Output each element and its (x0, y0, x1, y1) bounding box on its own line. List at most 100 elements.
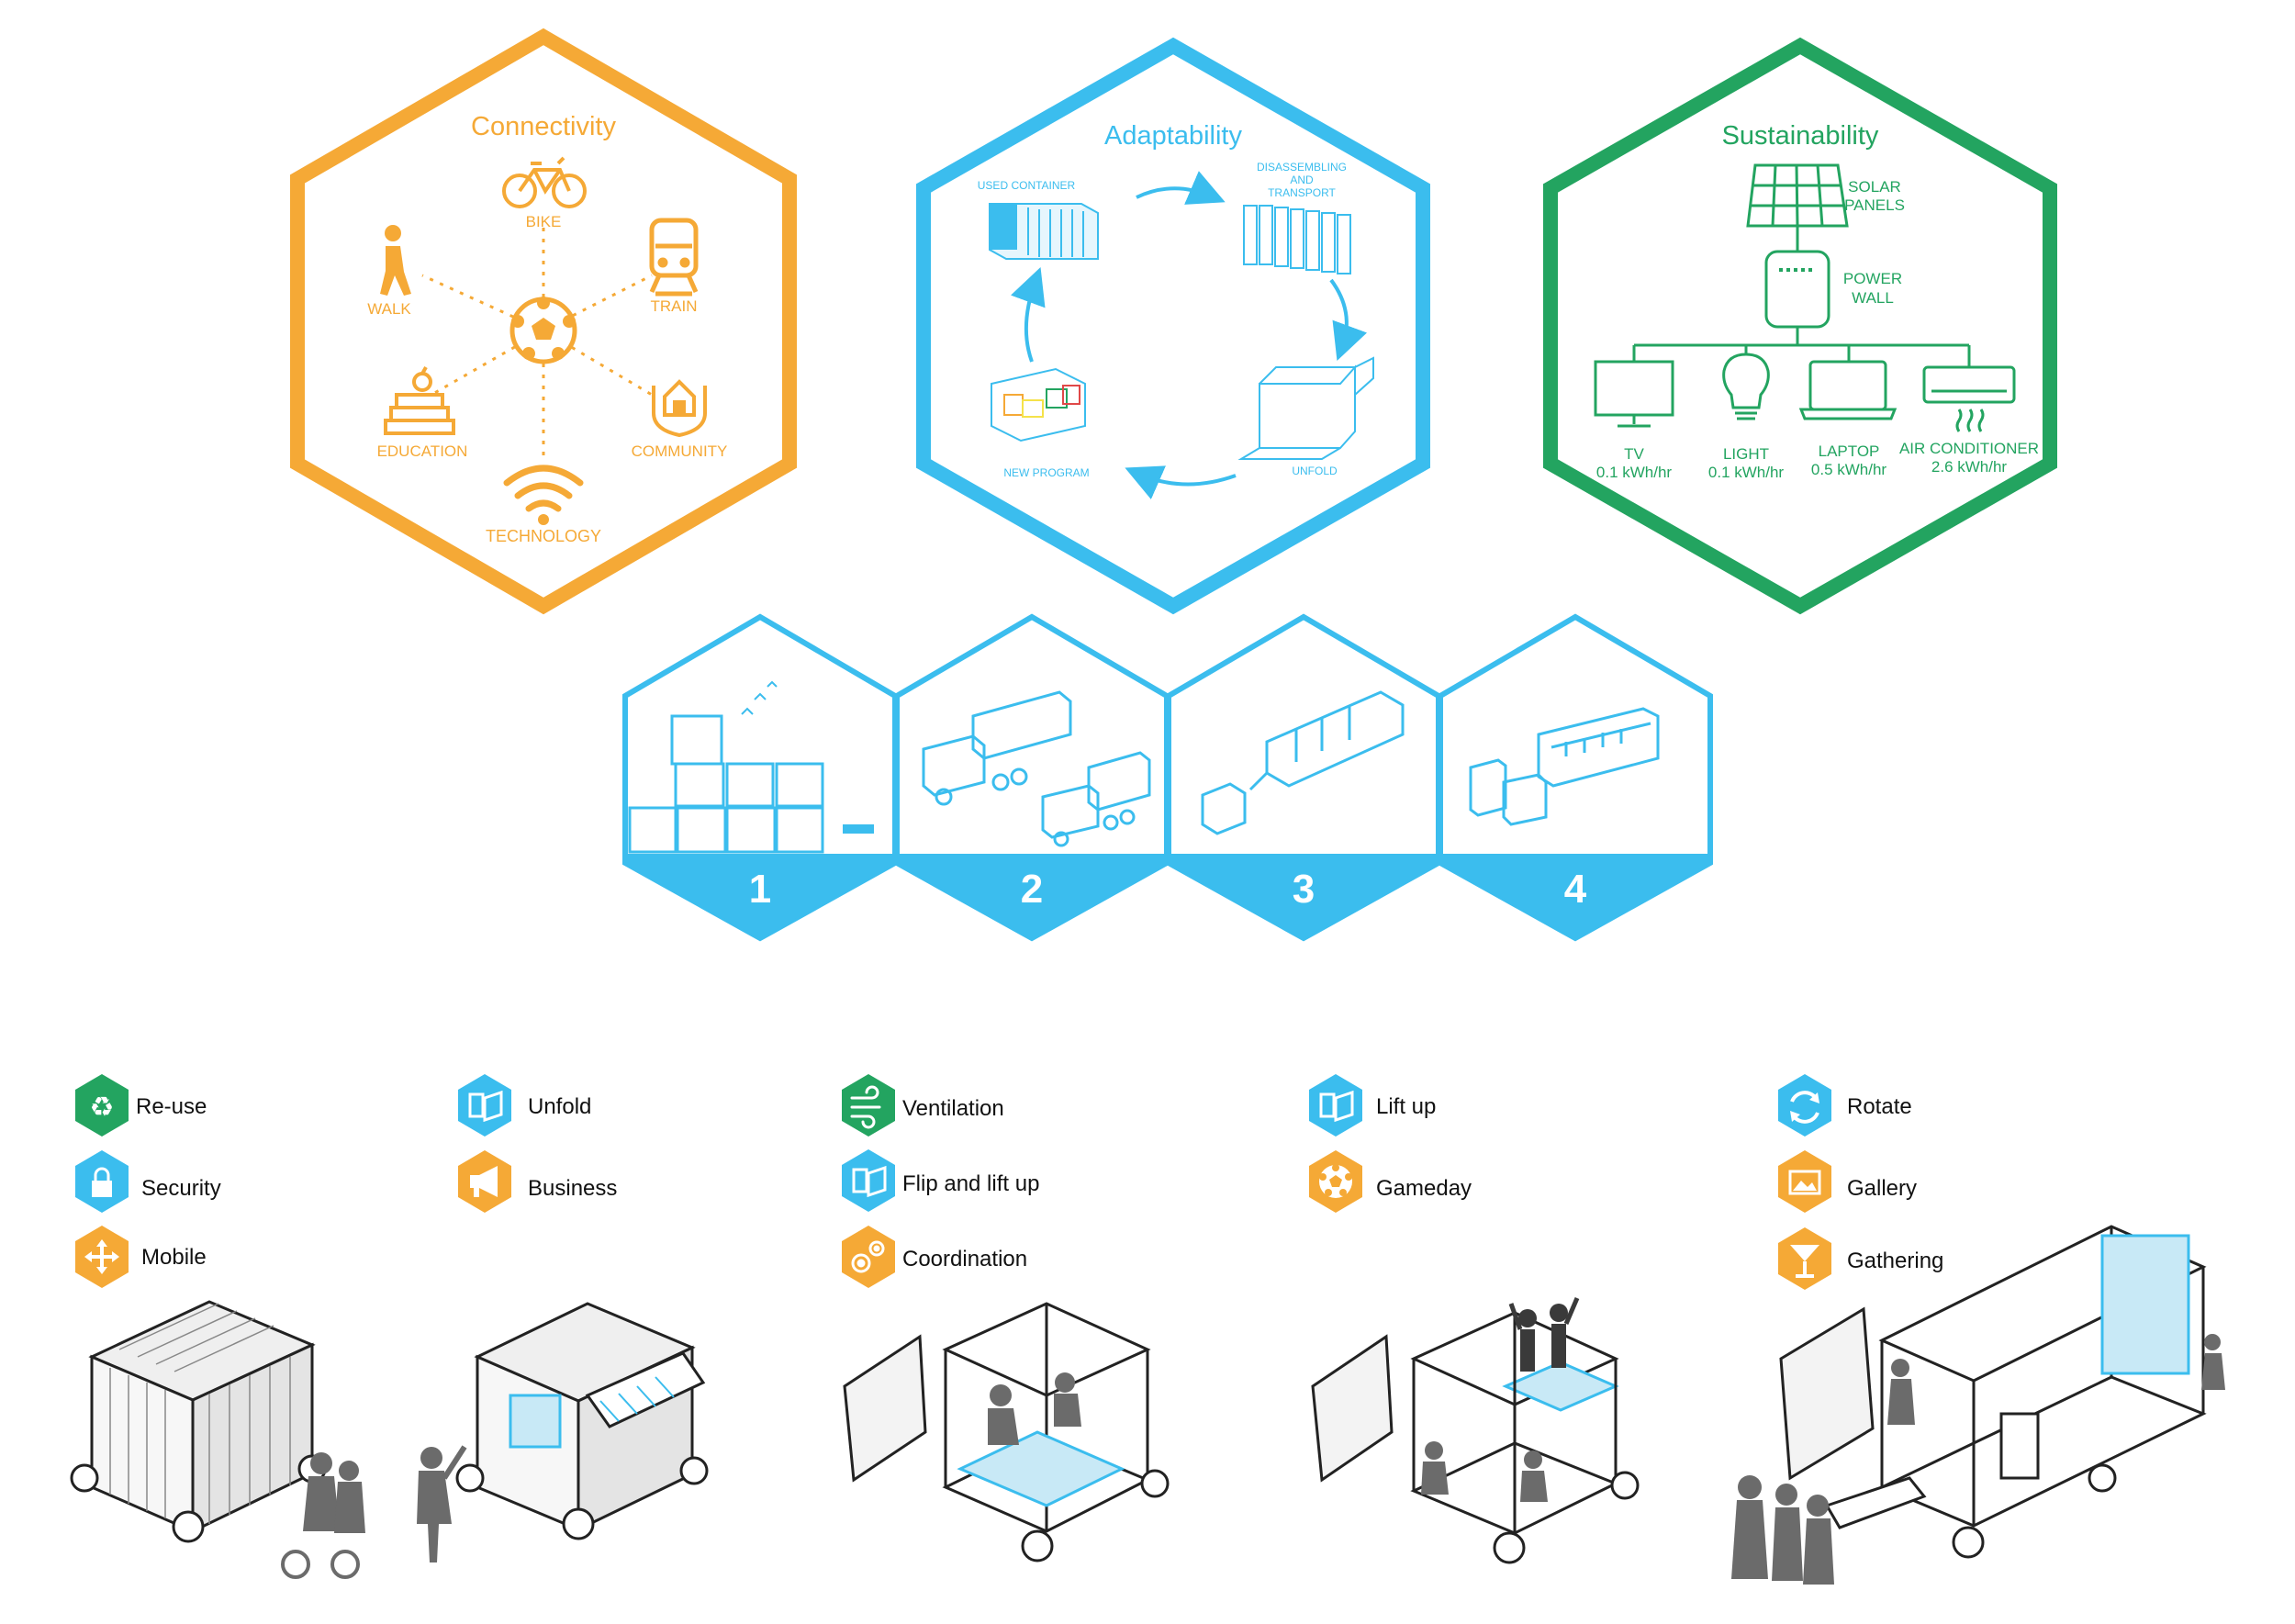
person-pointing-silhouette (417, 1445, 467, 1562)
legend-label-gallery: Gallery (1847, 1176, 1917, 1201)
used-container-label: USED CONTAINER (978, 179, 1076, 192)
cheering-people-silhouettes (1421, 1297, 1580, 1502)
bike-label: BIKE (526, 213, 562, 230)
device-ac-usage: 2.6 kWh/hr (1931, 458, 2008, 476)
axon-gameday-container (1311, 1311, 1640, 1564)
legend-item-gameday: Gameday (1309, 1150, 1472, 1213)
trucks-icon (922, 690, 1151, 847)
connectivity-panel: Connectivity BI (290, 28, 797, 615)
legend-item-gathering: Gathering (1778, 1227, 1943, 1290)
rotate-icon (1790, 1091, 1819, 1124)
legend-item-mobile: Mobile (75, 1226, 207, 1288)
legend-item-flip: Flip and lift up (842, 1149, 1039, 1212)
recycle-icon: ♻ (90, 1092, 115, 1123)
device-tv-name: TV (1624, 445, 1644, 463)
step-number-1: 1 (749, 867, 771, 912)
solar-label-1: SOLAR (1848, 178, 1901, 196)
bus-module-icon (1469, 707, 1660, 826)
corrugation-lines (109, 1303, 291, 1524)
legend-label-flip: Flip and lift up (902, 1171, 1039, 1196)
legend-item-coordination: Coordination (842, 1226, 1027, 1288)
legend-item-lift-up: Lift up (1309, 1074, 1436, 1137)
device-light-usage: 0.1 kWh/hr (1708, 464, 1785, 481)
device-tv-usage: 0.1 kWh/hr (1596, 464, 1673, 481)
sustainability-title: Sustainability (1722, 121, 1879, 151)
sustainability-panel: Sustainability SOLAR PANELS POWER WALL (1543, 37, 2057, 615)
legend-item-security: Security (75, 1150, 221, 1213)
process-step-2: 2 (894, 613, 1170, 942)
device-laptop-name: LAPTOP (1819, 442, 1880, 460)
legend-label-reuse: Re-use (136, 1094, 207, 1119)
gathering-people-silhouettes (1731, 1334, 2225, 1585)
lock-icon (92, 1167, 112, 1197)
picture-icon (1788, 1170, 1821, 1195)
flip-icon (852, 1165, 887, 1198)
power-label-1: POWER (1843, 270, 1902, 287)
device-light-name: LIGHT (1723, 445, 1769, 463)
process-step-4: 4 (1438, 613, 1713, 942)
power-label-2: WALL (1852, 289, 1894, 307)
unfold-icon (468, 1090, 503, 1123)
used-container-icon (989, 203, 1099, 260)
legend-label-mobile: Mobile (141, 1245, 207, 1270)
seated-people-silhouettes (988, 1372, 1081, 1445)
soccer-ball-icon (509, 297, 577, 364)
disassembled-container-icon (1243, 205, 1351, 274)
new-program-label: NEW PROGRAM (1003, 466, 1089, 479)
legend: ♻ Re-use Security Mobile (75, 1074, 1943, 1290)
light-bulb-icon (1722, 353, 1770, 420)
adaptability-title: Adaptability (1104, 121, 1242, 151)
legend-item-reuse: ♻ Re-use (75, 1074, 207, 1137)
community-label: COMMUNITY (632, 442, 728, 460)
connectivity-title: Connectivity (471, 112, 616, 141)
step-number-4: 4 (1564, 867, 1587, 912)
process-step-1: 1 (622, 613, 898, 942)
disassembling-label-3: TRANSPORT (1268, 186, 1336, 199)
education-icon (384, 366, 455, 435)
legend-label-gameday: Gameday (1376, 1176, 1472, 1201)
device-ac-name: AIR CONDITIONER (1899, 440, 2039, 457)
legend-label-lift-up: Lift up (1376, 1094, 1436, 1119)
adaptability-panel: Adaptability USED CONTAINER DISASSEMBLIN… (916, 37, 1430, 615)
legend-label-security: Security (141, 1176, 221, 1201)
legend-label-rotate: Rotate (1847, 1094, 1912, 1119)
new-program-icon (991, 367, 1086, 442)
step-number-2: 2 (1021, 867, 1043, 912)
legend-item-rotate: Rotate (1778, 1074, 1912, 1137)
education-label: EDUCATION (377, 442, 468, 460)
legend-label-gathering: Gathering (1847, 1249, 1943, 1273)
legend-item-gallery: Gallery (1778, 1150, 1917, 1213)
walk-label: WALK (367, 300, 411, 318)
axon-business-container (455, 1302, 709, 1540)
disassembling-label-1: DISASSEMBLING (1257, 161, 1347, 174)
tv-icon (1594, 360, 1674, 428)
lift-icon (1319, 1090, 1354, 1123)
device-laptop-usage: 0.5 kWh/hr (1811, 461, 1887, 478)
power-wall-icon (1764, 250, 1830, 329)
birds-icon (741, 680, 778, 715)
cocktail-icon (1790, 1245, 1819, 1278)
legend-item-ventilation: Ventilation (842, 1074, 1004, 1137)
train-label: TRAIN (651, 297, 698, 315)
ship-icon (843, 824, 874, 834)
axon-gathering-container (1779, 1225, 2207, 1559)
axon-ventilation-container (843, 1302, 1170, 1562)
legend-item-unfold: Unfold (458, 1074, 591, 1137)
legend-item-business: Business (458, 1150, 617, 1213)
legend-label-ventilation: Ventilation (902, 1096, 1004, 1121)
legend-label-unfold: Unfold (528, 1094, 591, 1119)
legend-label-coordination: Coordination (902, 1247, 1027, 1271)
people-silhouettes-1 (281, 1452, 365, 1579)
technology-label: TECHNOLOGY (486, 527, 601, 545)
solar-label-2: PANELS (1844, 196, 1905, 214)
community-icon (652, 379, 707, 438)
wifi-icon (503, 465, 584, 525)
disassembling-label-2: AND (1290, 174, 1314, 186)
process-steps: 1 2 (622, 613, 1713, 942)
stacked-containers-icon (628, 714, 824, 854)
unfold-container-icon (1237, 356, 1374, 460)
wind-icon (850, 1085, 881, 1129)
step-number-3: 3 (1293, 867, 1315, 912)
air-conditioner-icon (1922, 365, 2016, 432)
